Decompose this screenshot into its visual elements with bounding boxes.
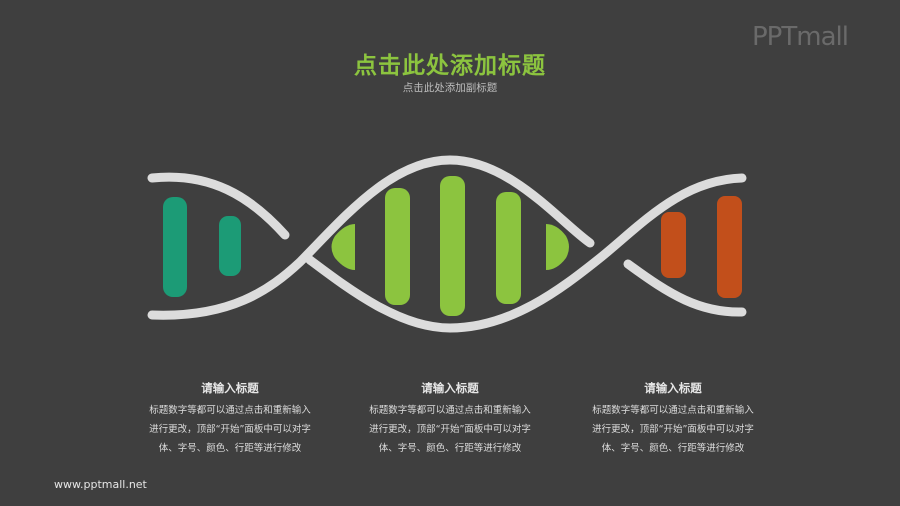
slide-title[interactable]: 点击此处添加标题	[354, 53, 546, 79]
block-line: 进行更改，顶部“开始”面板中可以对字	[149, 424, 311, 435]
block-line: 进行更改，顶部“开始”面板中可以对字	[592, 424, 754, 435]
strand-left-top	[147, 172, 290, 240]
base-pair	[717, 196, 742, 298]
footer-url: www.pptmall.net	[54, 478, 147, 491]
base-pair	[546, 224, 569, 270]
block-body: 标题数字等都可以通过点击和重新输入 进行更改，顶部“开始”面板中可以对字 体、字…	[130, 401, 330, 458]
helix-strands	[147, 155, 747, 333]
base-pair	[496, 192, 521, 304]
block-line: 标题数字等都可以通过点击和重新输入	[369, 405, 531, 416]
slide-subtitle[interactable]: 点击此处添加副标题	[402, 82, 498, 94]
block-line: 体、字号、颜色、行距等进行修改	[378, 443, 522, 454]
block-title: 请输入标题	[201, 381, 259, 395]
base-pair	[661, 212, 686, 278]
block-line: 标题数字等都可以通过点击和重新输入	[149, 405, 311, 416]
strand-left-bottom	[147, 155, 595, 320]
base-pair	[219, 216, 241, 276]
base-pair	[385, 188, 410, 305]
base-pair	[331, 224, 355, 270]
base-pair	[440, 176, 465, 316]
text-block-1[interactable]: 请输入标题 标题数字等都可以通过点击和重新输入 进行更改，顶部“开始”面板中可以…	[130, 380, 330, 458]
base-pairs-green	[331, 176, 569, 316]
base-pairs-orange	[661, 196, 742, 298]
base-pair	[163, 197, 187, 297]
block-title: 请输入标题	[644, 381, 702, 395]
text-block-2[interactable]: 请输入标题 标题数字等都可以通过点击和重新输入 进行更改，顶部“开始”面板中可以…	[350, 380, 550, 458]
strand-mid-bottom	[305, 173, 747, 333]
block-line: 体、字号、颜色、行距等进行修改	[601, 443, 745, 454]
block-body: 标题数字等都可以通过点击和重新输入 进行更改，顶部“开始”面板中可以对字 体、字…	[573, 401, 773, 458]
text-block-3[interactable]: 请输入标题 标题数字等都可以通过点击和重新输入 进行更改，顶部“开始”面板中可以…	[573, 380, 773, 458]
strand-right-bottom	[623, 259, 747, 317]
block-line: 进行更改，顶部“开始”面板中可以对字	[369, 424, 531, 435]
block-line: 体、字号、颜色、行距等进行修改	[158, 443, 302, 454]
pptmall-logo: PPTmall	[752, 22, 849, 52]
block-line: 标题数字等都可以通过点击和重新输入	[592, 405, 754, 416]
base-pairs-teal	[163, 197, 241, 297]
block-body: 标题数字等都可以通过点击和重新输入 进行更改，顶部“开始”面板中可以对字 体、字…	[350, 401, 550, 458]
block-title: 请输入标题	[421, 381, 479, 395]
